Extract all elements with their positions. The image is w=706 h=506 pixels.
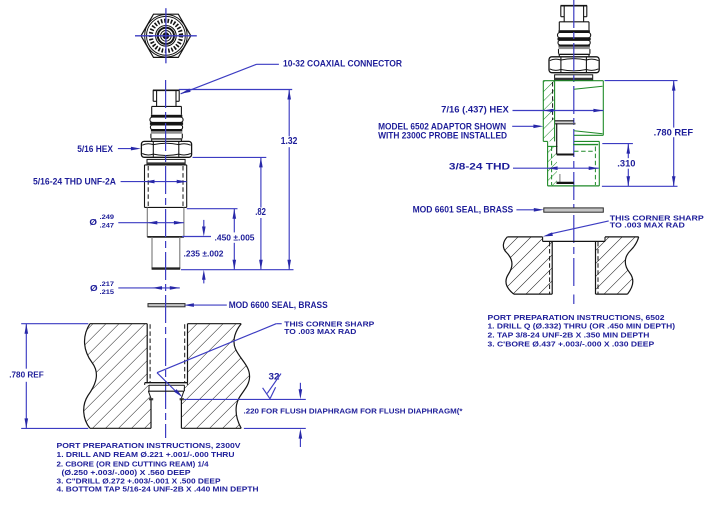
svg-text:.780 REF: .780 REF <box>9 371 44 380</box>
svg-text:7/16 (.437) HEX: 7/16 (.437) HEX <box>441 104 509 114</box>
svg-text:10-32 COAXIAL CONNECTOR: 10-32 COAXIAL CONNECTOR <box>283 59 403 69</box>
svg-text:1.32: 1.32 <box>281 136 298 147</box>
svg-text:.780 REF: .780 REF <box>654 127 694 137</box>
svg-text:3. C"DRILL Ø.272 +.003/-.001 X: 3. C"DRILL Ø.272 +.003/-.001 X .500 DEEP <box>57 479 221 486</box>
svg-text:4. BOTTOM TAP 5/16-24 UNF-2B X: 4. BOTTOM TAP 5/16-24 UNF-2B X .440 MIN … <box>57 487 259 494</box>
svg-text:TO .003 MAX RAD: TO .003 MAX RAD <box>284 327 357 336</box>
svg-text:PORT PREPARATION INSTRUCTIONS,: PORT PREPARATION INSTRUCTIONS, 2300V <box>57 443 241 450</box>
svg-text:PORT PREPARATION INSTRUCTIONS,: PORT PREPARATION INSTRUCTIONS, 6502 <box>488 315 665 322</box>
svg-text:.247: .247 <box>100 223 115 230</box>
svg-text:MODEL 6502 ADAPTOR SHOWN: MODEL 6502 ADAPTOR SHOWN <box>378 122 506 132</box>
svg-text:WITH 2300C PROBE INSTALLED: WITH 2300C PROBE INSTALLED <box>378 131 508 141</box>
svg-text:5/16 HEX: 5/16 HEX <box>77 144 113 154</box>
svg-text:.217: .217 <box>100 281 115 288</box>
svg-text:(Ø.250 +.003/-.000) X .560 DEE: (Ø.250 +.003/-.000) X .560 DEEP <box>62 470 191 477</box>
svg-text:.220 FOR FLUSH DIAPHRAGM FOR F: .220 FOR FLUSH DIAPHRAGM FOR FLUSH DIAPH… <box>244 407 463 416</box>
svg-text:TO .003 MAX RAD: TO .003 MAX RAD <box>610 220 686 229</box>
svg-text:3. C'BORE Ø.437 +.003/-.000 X: 3. C'BORE Ø.437 +.003/-.000 X .030 DEEP <box>488 341 655 348</box>
svg-text:.82: .82 <box>255 207 266 218</box>
svg-text:3/8-24 THD: 3/8-24 THD <box>449 162 511 172</box>
svg-text:MOD 6600 SEAL, BRASS: MOD 6600 SEAL, BRASS <box>229 300 328 310</box>
svg-text:.235 ±.002: .235 ±.002 <box>184 249 224 259</box>
svg-text:THIS CORNER SHARP: THIS CORNER SHARP <box>610 214 704 223</box>
svg-text:MOD 6601 SEAL, BRASS: MOD 6601 SEAL, BRASS <box>413 204 514 214</box>
svg-text:THIS CORNER SHARP: THIS CORNER SHARP <box>284 320 374 329</box>
svg-text:5/16-24 THD UNF-2A: 5/16-24 THD UNF-2A <box>33 176 117 186</box>
svg-text:.249: .249 <box>100 214 115 221</box>
svg-text:32: 32 <box>269 372 280 382</box>
svg-text:.215: .215 <box>100 289 115 296</box>
svg-text:Ø: Ø <box>89 218 97 227</box>
svg-text:2. TAP 3/8-24 UNF-2B X .350 MI: 2. TAP 3/8-24 UNF-2B X .350 MIN DEPTH <box>488 332 650 339</box>
svg-text:1. DRILL Q (Ø.332) THRU (OR .4: 1. DRILL Q (Ø.332) THRU (OR .450 MIN DEP… <box>488 324 676 331</box>
svg-text:2. CBORE (OR END CUTTING REAM): 2. CBORE (OR END CUTTING REAM) 1/4 <box>57 462 209 469</box>
svg-text:1. DRILL AND REAM Ø.221 +.001/: 1. DRILL AND REAM Ø.221 +.001/-.000 THRU <box>57 452 235 459</box>
svg-text:Ø: Ø <box>90 284 98 293</box>
svg-text:.310: .310 <box>617 158 635 168</box>
svg-text:.450 ±.005: .450 ±.005 <box>215 233 255 243</box>
